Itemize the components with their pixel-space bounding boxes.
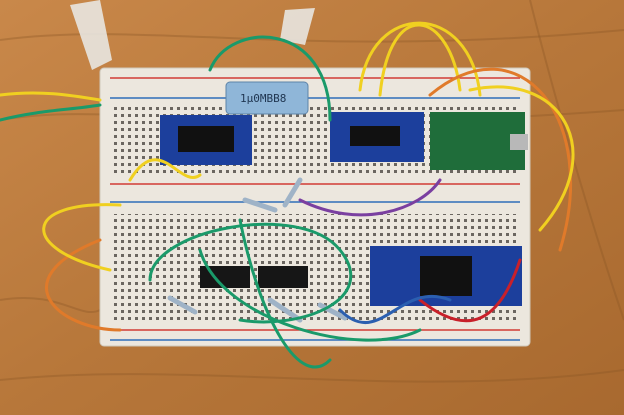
capacitor-label: 1µ0MBB8	[240, 92, 286, 105]
chip-center	[350, 126, 400, 146]
tape-top-left	[70, 0, 112, 70]
usb-connector	[510, 134, 528, 150]
dip-chip-2	[258, 266, 308, 288]
power-rails	[110, 77, 520, 341]
chip-left	[178, 126, 234, 152]
qfp-chip	[420, 256, 472, 296]
jumper-wires	[0, 21, 575, 369]
blue-capacitor	[225, 81, 309, 115]
resistors	[167, 177, 348, 323]
green-microcontroller-board	[430, 112, 525, 170]
tape-top-right	[280, 8, 315, 45]
dip-chip-1	[200, 266, 250, 288]
